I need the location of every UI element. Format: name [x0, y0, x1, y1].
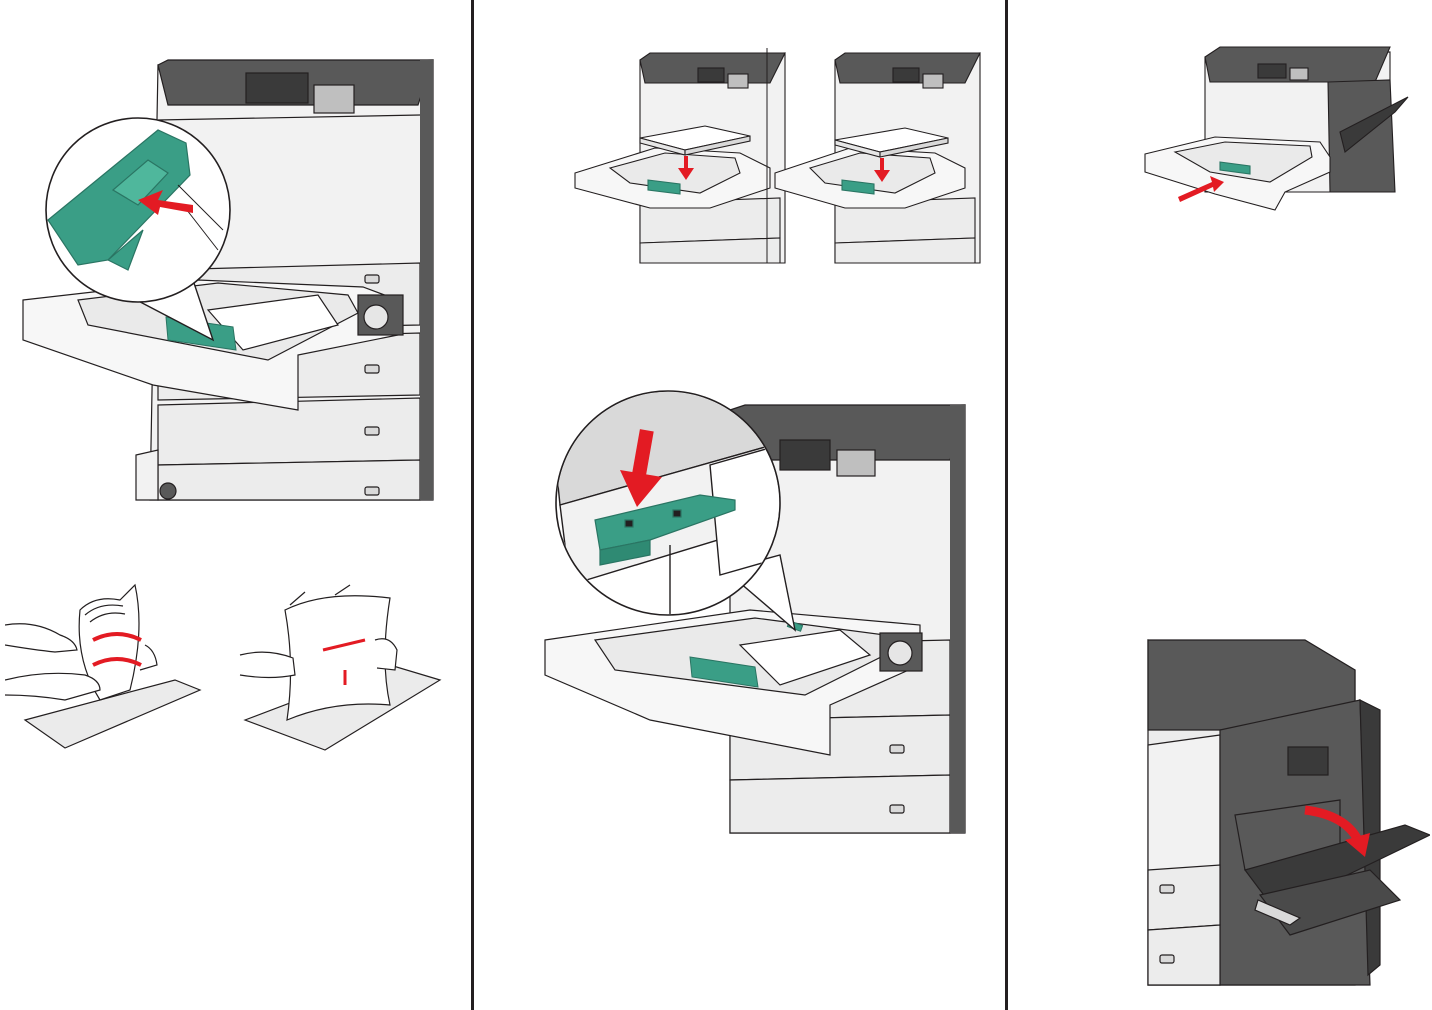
illustration-lock-width-guide [540, 385, 970, 835]
tray-icon [1145, 137, 1330, 210]
illustration-insert-tray [1140, 42, 1410, 217]
illustration-load-paper-stack [570, 48, 985, 268]
illustration-squeeze-length-guide [18, 55, 438, 505]
illustration-flex-and-fan-paper [5, 570, 445, 755]
column-divider-1 [471, 0, 474, 1010]
paper-stack-icon [285, 585, 390, 720]
column-divider-2 [1005, 0, 1008, 1010]
illustration-open-multipurpose-feeder [1140, 635, 1430, 1000]
